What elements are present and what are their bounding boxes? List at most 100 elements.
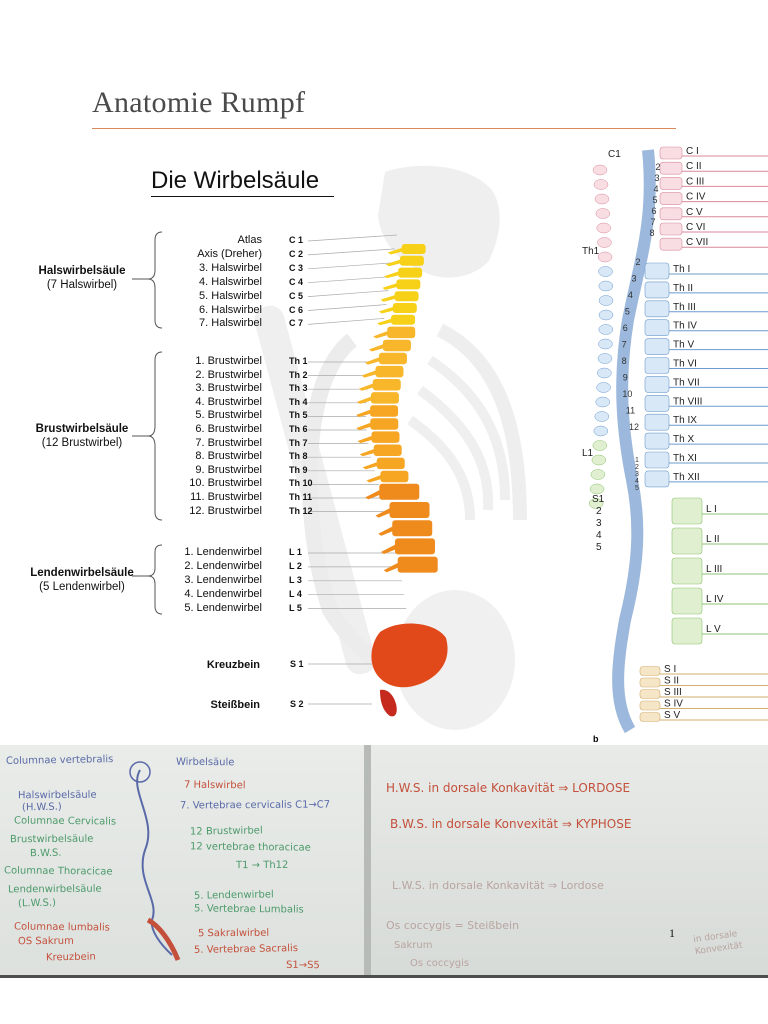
segment-number: 6: [623, 323, 628, 333]
segment-label: Th II: [673, 283, 693, 294]
vertebra-code: Th 10: [289, 478, 313, 489]
segment-body: [644, 357, 670, 374]
vertebra-row: 5. Halswirbel: [120, 290, 262, 304]
segment-body: [644, 394, 670, 412]
vertebra-shape: [380, 470, 409, 483]
sacral-label: Kreuzbein: [206, 659, 260, 671]
vertebra-code: L 2: [289, 560, 302, 571]
group-title: Brustwirbelsäule: [35, 423, 129, 435]
level-label: S1: [592, 494, 605, 505]
vertebra-row: 7. Brustwirbel: [120, 437, 262, 451]
vertebra-code: Th 2: [289, 369, 308, 380]
whiteboard-left-panel: [0, 745, 364, 975]
segment-body: [659, 192, 683, 205]
vertebra-process: [356, 396, 372, 404]
vertebra-shape: [401, 244, 426, 254]
segment-body: [644, 338, 670, 355]
segment-body: [644, 432, 670, 450]
vertebra-label: 5. Lendenwirbel: [184, 601, 262, 614]
segment-number: 2: [635, 464, 639, 471]
vertebra-row: 5. Lendenwirbel: [120, 602, 262, 616]
vertebra-row: 3. Lendenwirbel: [120, 574, 262, 588]
figure-a-title-rule: [151, 196, 334, 197]
vertebra-process: [380, 295, 396, 302]
vertebra-shape: [376, 457, 405, 470]
spinous-process: [598, 266, 613, 277]
whiteboard-note: 5. Lendenwirbel: [193, 889, 274, 902]
spinous-process: [597, 367, 612, 379]
vertebra-code: C 3: [289, 262, 304, 273]
whiteboard-note: (H.W.S.): [21, 801, 62, 814]
vertebra-process: [356, 422, 372, 431]
group-name: Brustwirbelsäule (12 Brustwirbel): [22, 422, 142, 450]
segment-number: 10: [622, 389, 632, 399]
vertebra-shape: [370, 405, 399, 417]
segment-body: [659, 146, 683, 160]
group-subtitle: (12 Brustwirbel): [41, 437, 123, 449]
vertebra-code: Th 5: [289, 410, 308, 421]
vertebra-shape: [398, 267, 423, 278]
spinous-process: [592, 164, 608, 176]
spinous-process: [597, 237, 612, 248]
title-divider: [92, 128, 676, 129]
vertebra-row: 6. Halswirbel: [120, 304, 262, 318]
spinous-process: [596, 222, 611, 234]
spinal-cord: [612, 149, 656, 734]
vertebra-code: Th 3: [289, 383, 308, 394]
vertebra-shape: [382, 339, 411, 352]
vertebra-code: L 3: [289, 574, 302, 585]
segment-number: 6: [651, 206, 656, 216]
segment-label: L IV: [706, 594, 724, 605]
vertebra-label: 8. Brustwirbel: [195, 450, 262, 463]
spinous-process: [597, 353, 613, 364]
whiteboard-note: H.W.S. in dorsale Konkavität ⇒ LORDOSE: [386, 781, 631, 795]
sacral-code: S 1: [290, 659, 304, 669]
sacral-code: S 2: [290, 699, 304, 709]
spinous-process: [594, 411, 610, 422]
whiteboard-note: Os coccygis: [410, 958, 470, 969]
vertebra-shape: [387, 326, 416, 339]
spinous-process: [590, 469, 606, 480]
vertebra-row: 1. Lendenwirbel: [120, 546, 262, 560]
vertebra-shape: [389, 502, 430, 518]
segment-number: 5: [625, 307, 630, 317]
segment-label: S V: [664, 710, 680, 721]
leader-line: [307, 276, 391, 284]
segment-body: [644, 262, 670, 280]
vertebra-code: C 5: [289, 290, 304, 301]
segment-number: 5: [635, 485, 639, 492]
segment-label: Th VI: [673, 359, 697, 370]
vertebra-shape: [378, 352, 407, 365]
segment-label: Th XII: [673, 472, 700, 483]
vertebra-row: 1. Brustwirbel: [120, 355, 262, 369]
segment-body: [659, 161, 683, 175]
whiteboard-note: (L.W.S.): [17, 897, 57, 910]
segment-body: [644, 376, 670, 393]
vertebra-row: Axis (Dreher): [120, 248, 262, 262]
group-name: Lendenwirbelsäule(5 Lendenwirbel): [22, 566, 142, 594]
vertebra-shape: [396, 279, 421, 290]
segment-number: 7: [622, 340, 627, 350]
vertebra-process: [385, 259, 401, 267]
vertebra-shape: [370, 418, 399, 430]
level-label: Th1: [582, 246, 600, 257]
spinous-process: [598, 295, 614, 306]
spinous-process: [598, 324, 614, 335]
segment-number: 2: [655, 162, 660, 172]
segment-label: L V: [706, 624, 721, 635]
leader-line: [307, 318, 385, 325]
whiteboard-note: Sakrum: [394, 940, 433, 951]
segment-body: [639, 689, 661, 699]
vertebra-process: [364, 357, 380, 365]
whiteboard-note: OS Sakrum: [17, 935, 74, 948]
vertebra-shape: [373, 444, 402, 456]
vertebra-row: Atlas: [120, 234, 262, 248]
level-label: 5: [596, 542, 602, 553]
vertebra-label: 4. Brustwirbel: [195, 395, 262, 408]
segment-body: [671, 557, 703, 585]
vertebra-label: 7. Brustwirbel: [195, 436, 262, 449]
group-subtitle: (7 Halswirbel): [46, 279, 118, 291]
segment-body: [659, 177, 683, 190]
